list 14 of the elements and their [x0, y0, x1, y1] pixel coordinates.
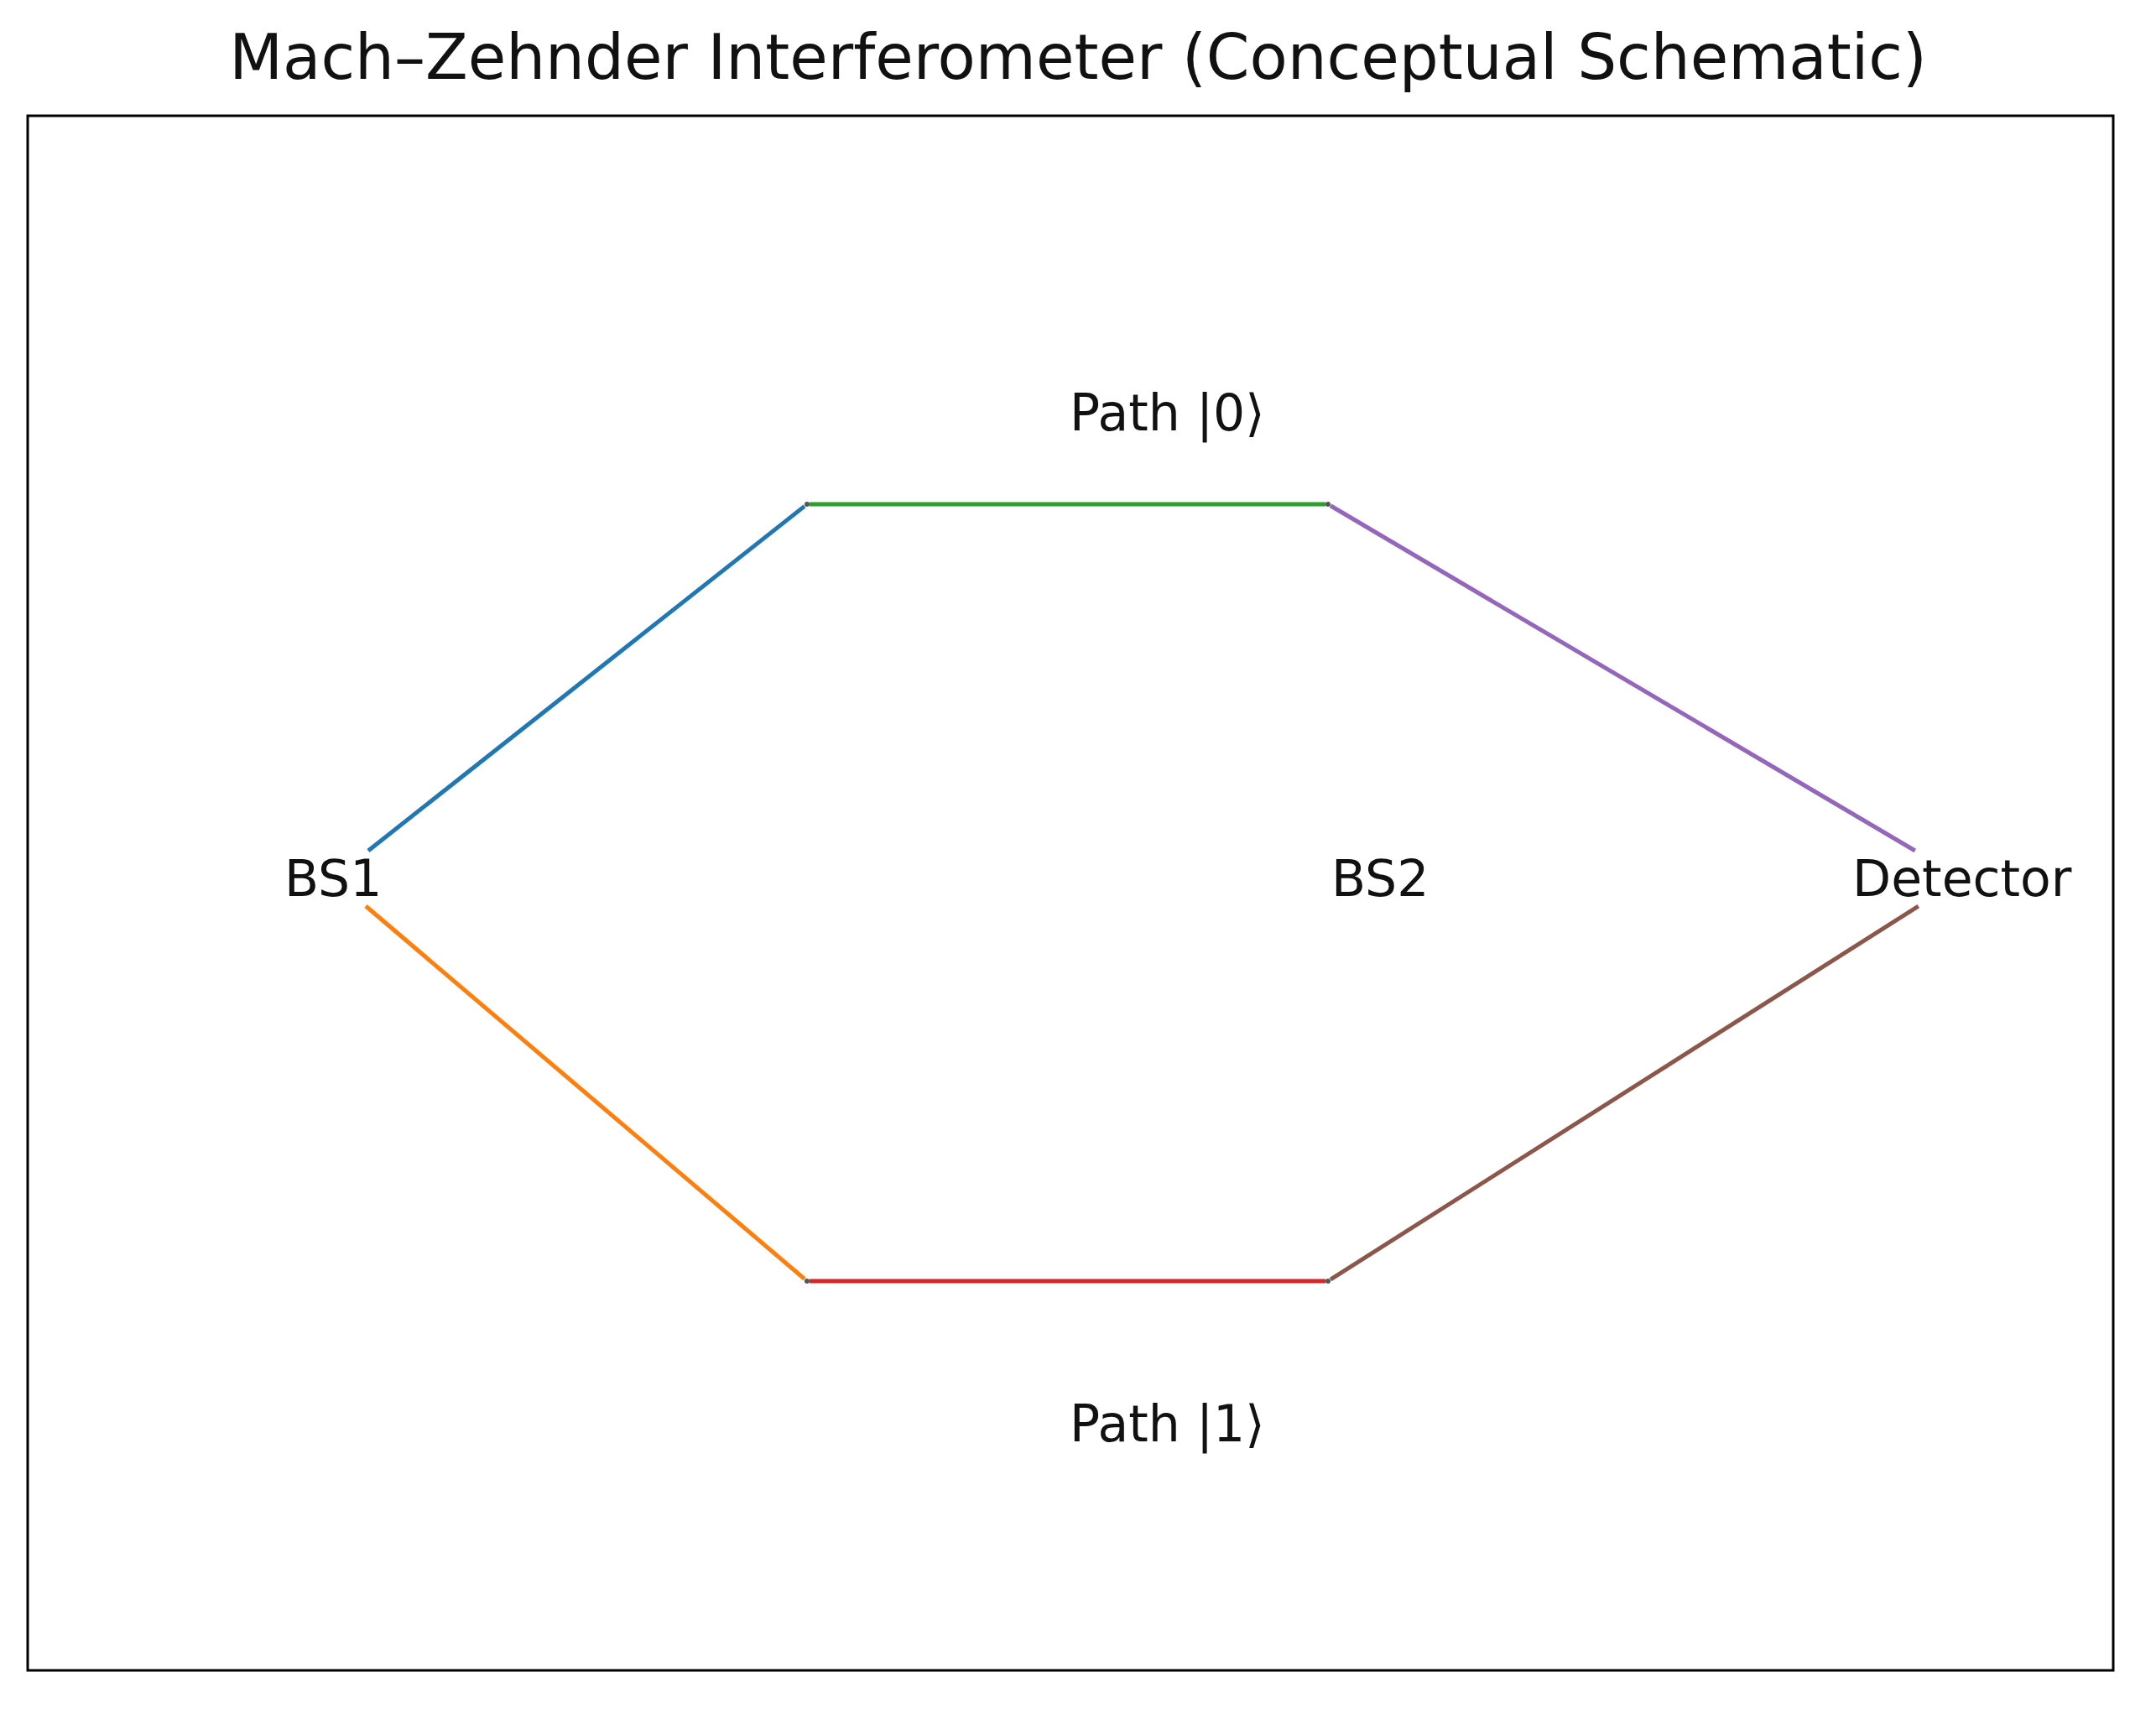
node-label: BS1	[284, 851, 383, 906]
point-marker	[1325, 1279, 1331, 1284]
beam-line	[1329, 904, 1920, 1282]
point-marker	[1325, 502, 1331, 507]
title: Mach–Zehnder Interferometer (Conceptual Schematic)	[228, 23, 1928, 92]
beam-line	[1329, 503, 1917, 853]
beam-line	[810, 502, 1325, 507]
text-label: BS2	[1331, 851, 1430, 906]
node-label: Detector	[1852, 851, 2072, 906]
beam-line	[364, 904, 806, 1281]
point-marker	[805, 502, 810, 507]
point-marker	[805, 1279, 810, 1284]
beam-line	[810, 1279, 1325, 1284]
beam-line	[367, 504, 806, 852]
